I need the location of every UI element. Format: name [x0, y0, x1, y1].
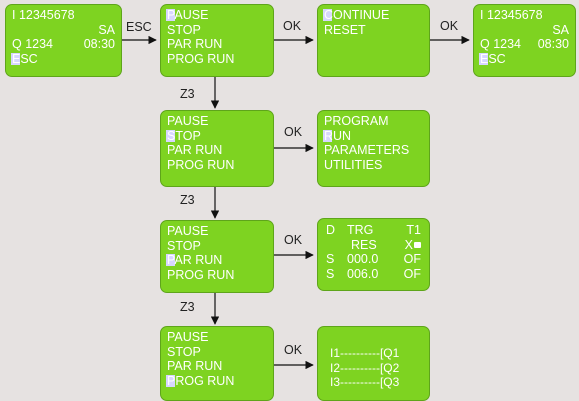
menu-item-prog-run[interactable]: PROG RUN	[167, 373, 235, 388]
day-label: SA	[552, 22, 569, 37]
edge-label-ok-param: OK	[284, 233, 303, 247]
edge-label-ok-io: OK	[284, 343, 303, 357]
program-line-1: I1----------[Q1	[330, 346, 400, 360]
main-menu-stop: PAUSE STOP PAR RUN PROG RUN	[160, 110, 274, 187]
param-s1-state: OF	[403, 252, 421, 266]
clock-time: 08:30	[537, 37, 569, 51]
edge-label-z3-2: Z3	[180, 193, 195, 207]
continue-menu: CONTINUE RESET	[317, 4, 430, 77]
menu-item-par-run[interactable]: PAR RUN	[167, 253, 223, 267]
outputs-status: Q 1234	[12, 37, 54, 51]
cursor	[323, 129, 332, 142]
cursor	[323, 9, 332, 21]
menu-item-stop[interactable]: STOP	[167, 128, 201, 143]
outputs-status: Q 1234	[480, 37, 522, 51]
menu-item-utilities[interactable]: UTILITIES	[324, 157, 383, 172]
param-block-id: T1	[406, 223, 421, 237]
menu-item-par-run[interactable]: PAR RUN	[167, 143, 223, 157]
status-screen: I 12345678 SA Q 1234 08:30 ESC	[5, 4, 122, 77]
program-menu: PROGRAM RUN PARAMETERS UTILITIES	[317, 110, 430, 187]
clock-time: 08:30	[83, 37, 115, 51]
program-view-screen: I1----------[Q1 I2----------[Q2 I3------…	[317, 326, 430, 401]
menu-item-stop[interactable]: STOP	[167, 344, 201, 359]
lock-icon	[414, 241, 421, 248]
edge-label-ok-program: OK	[284, 125, 303, 139]
edge-label-z3-1: Z3	[180, 87, 195, 101]
menu-item-pause[interactable]: PAUSE	[167, 114, 209, 128]
menu-item-parameters[interactable]: PARAMETERS	[324, 143, 410, 157]
cursor	[166, 374, 175, 387]
cursor	[11, 52, 20, 65]
status-screen-return: I 12345678 SA Q 1234 08:30 ESC	[473, 4, 576, 77]
main-menu-pause: PAUSE STOP PAR RUN PROG RUN	[160, 4, 274, 77]
param-s1-label: S	[326, 252, 335, 266]
main-menu-par-run: PAUSE STOP PAR RUN PROG RUN	[160, 220, 274, 293]
inputs-status: I 12345678	[12, 8, 75, 22]
parameter-screen: D TRG T1 RES X S 000.0 OF S 006.0 OF	[317, 218, 430, 291]
menu-item-prog-run[interactable]: PROG RUN	[167, 157, 235, 172]
menu-item-prog-run[interactable]: PROG RUN	[167, 51, 235, 66]
menu-item-par-run[interactable]: PAR RUN	[167, 359, 223, 373]
cursor	[166, 9, 175, 21]
program-line-3: I3----------[Q3	[330, 375, 400, 389]
inputs-status: I 12345678	[480, 8, 543, 22]
param-s2-value[interactable]: 006.0	[347, 266, 379, 281]
menu-item-prog-run[interactable]: PROG RUN	[167, 267, 235, 282]
edge-label-ok-return: OK	[440, 19, 459, 33]
edge-label-ok-continue: OK	[283, 19, 302, 33]
main-menu-prog-run: PAUSE STOP PAR RUN PROG RUN	[160, 326, 274, 401]
param-trg-label: TRG	[347, 223, 374, 237]
cursor	[479, 52, 488, 65]
day-label: SA	[98, 22, 115, 37]
menu-item-reset[interactable]: RESET	[324, 22, 366, 37]
program-line-2: I2----------[Q2	[330, 360, 400, 375]
esc-option[interactable]: ESC	[12, 51, 38, 66]
cursor	[166, 129, 175, 142]
menu-item-stop[interactable]: STOP	[167, 22, 201, 37]
menu-item-pause[interactable]: PAUSE	[167, 330, 209, 344]
menu-item-par-run[interactable]: PAR RUN	[167, 37, 223, 51]
param-protect-value: X	[404, 237, 413, 252]
menu-item-program[interactable]: PROGRAM	[324, 114, 389, 128]
param-s2-label: S	[326, 266, 335, 281]
menu-item-pause[interactable]: PAUSE	[167, 8, 209, 22]
edge-label-z3-3: Z3	[180, 300, 195, 314]
param-s1-value[interactable]: 000.0	[347, 252, 379, 266]
menu-item-run[interactable]: RUN	[324, 128, 352, 143]
menu-item-stop[interactable]: STOP	[167, 238, 201, 253]
param-s2-state: OF	[403, 266, 421, 281]
menu-item-pause[interactable]: PAUSE	[167, 224, 209, 238]
esc-option[interactable]: ESC	[480, 51, 506, 66]
param-protect: X	[405, 238, 421, 253]
edge-label-esc: ESC	[126, 20, 152, 34]
menu-item-continue[interactable]: CONTINUE	[324, 8, 390, 22]
cursor	[166, 254, 175, 266]
param-res-label: RES	[351, 237, 377, 252]
param-type: D	[326, 223, 336, 237]
